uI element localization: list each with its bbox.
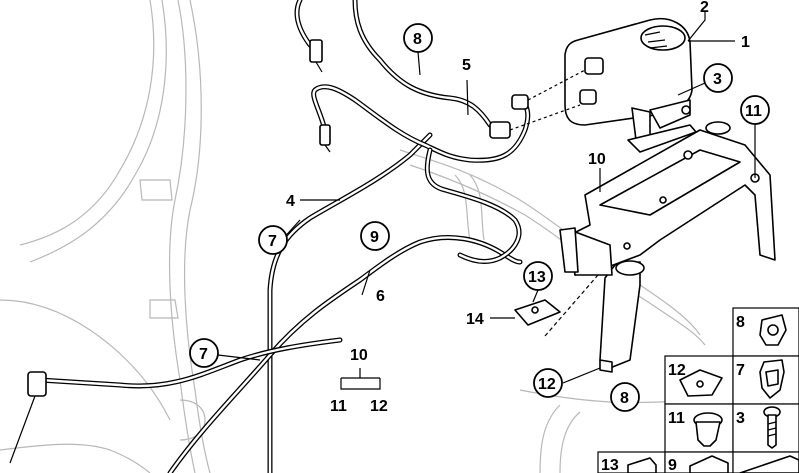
callout-3: 3 [713, 71, 722, 88]
pipe-union [489, 69, 586, 139]
legend-box-8: 8 [732, 307, 799, 357]
callout-13: 13 [528, 269, 546, 286]
callout-4: 4 [286, 193, 295, 210]
legend-box-7: 7 [732, 355, 799, 405]
callout-10-bracket: 10 [588, 151, 606, 168]
callout-12: 12 [538, 376, 556, 393]
pipe-fitting-middle [319, 124, 331, 153]
callout-circle-3: 3 [703, 63, 733, 93]
callout-circle-12: 12 [533, 368, 563, 398]
legend-label-11: 11 [668, 410, 685, 427]
callout-11: 11 [745, 103, 762, 120]
brake-pipe-7 [37, 337, 343, 389]
brake-pipe-5 [294, 0, 493, 128]
brake-pipe-6 [167, 234, 523, 473]
legend-box-3: 3 [732, 403, 799, 453]
callout-circle-9: 9 [360, 221, 390, 251]
brake-pipe-4 [267, 132, 433, 473]
group-label-10: 10 [350, 347, 368, 364]
hydraulic-unit [564, 18, 697, 153]
callout-5: 5 [462, 57, 471, 74]
pipe-fitting-left [9, 371, 47, 464]
callout-circle-8-bottom: 8 [610, 382, 640, 412]
group-label-11: 11 [330, 398, 347, 415]
legend-label-13: 13 [601, 457, 619, 473]
legend-box-11: 11 [664, 403, 734, 453]
callout-circle-8-top: 8 [403, 23, 433, 53]
washer-part [514, 299, 561, 326]
callout-8-top: 8 [413, 31, 422, 48]
legend-box-empty [732, 451, 799, 473]
legend-label-9: 9 [668, 457, 677, 473]
callout-7-upper: 7 [268, 233, 277, 250]
callout-8-bottom: 8 [620, 390, 629, 407]
callout-2: 2 [700, 0, 709, 16]
legend-label-12: 12 [668, 362, 686, 379]
legend-box-12: 12 [664, 355, 734, 405]
legend-box-9: 9 [664, 451, 734, 473]
pipe-fitting-upper-left [309, 39, 323, 73]
legend-label-3: 3 [736, 410, 745, 427]
callout-circle-7-lower: 7 [189, 338, 219, 368]
callout-1: 1 [741, 34, 750, 51]
callout-14: 14 [466, 311, 484, 328]
group-label-12: 12 [370, 398, 388, 415]
brake-pipe-upper [311, 84, 531, 264]
bracket [559, 105, 776, 373]
callout-6: 6 [376, 288, 385, 305]
callout-7-lower: 7 [199, 346, 208, 363]
callout-circle-7-upper: 7 [258, 225, 288, 255]
callout-circle-13: 13 [523, 261, 553, 291]
legend-box-13: 13 [597, 451, 666, 473]
legend-label-8: 8 [736, 314, 745, 331]
callout-circle-11: 11 [740, 95, 770, 125]
legend-label-7: 7 [736, 362, 745, 379]
callout-9: 9 [370, 229, 379, 246]
callout-labels: 1 2 4 5 6 10 14 10 11 12 [286, 0, 750, 415]
